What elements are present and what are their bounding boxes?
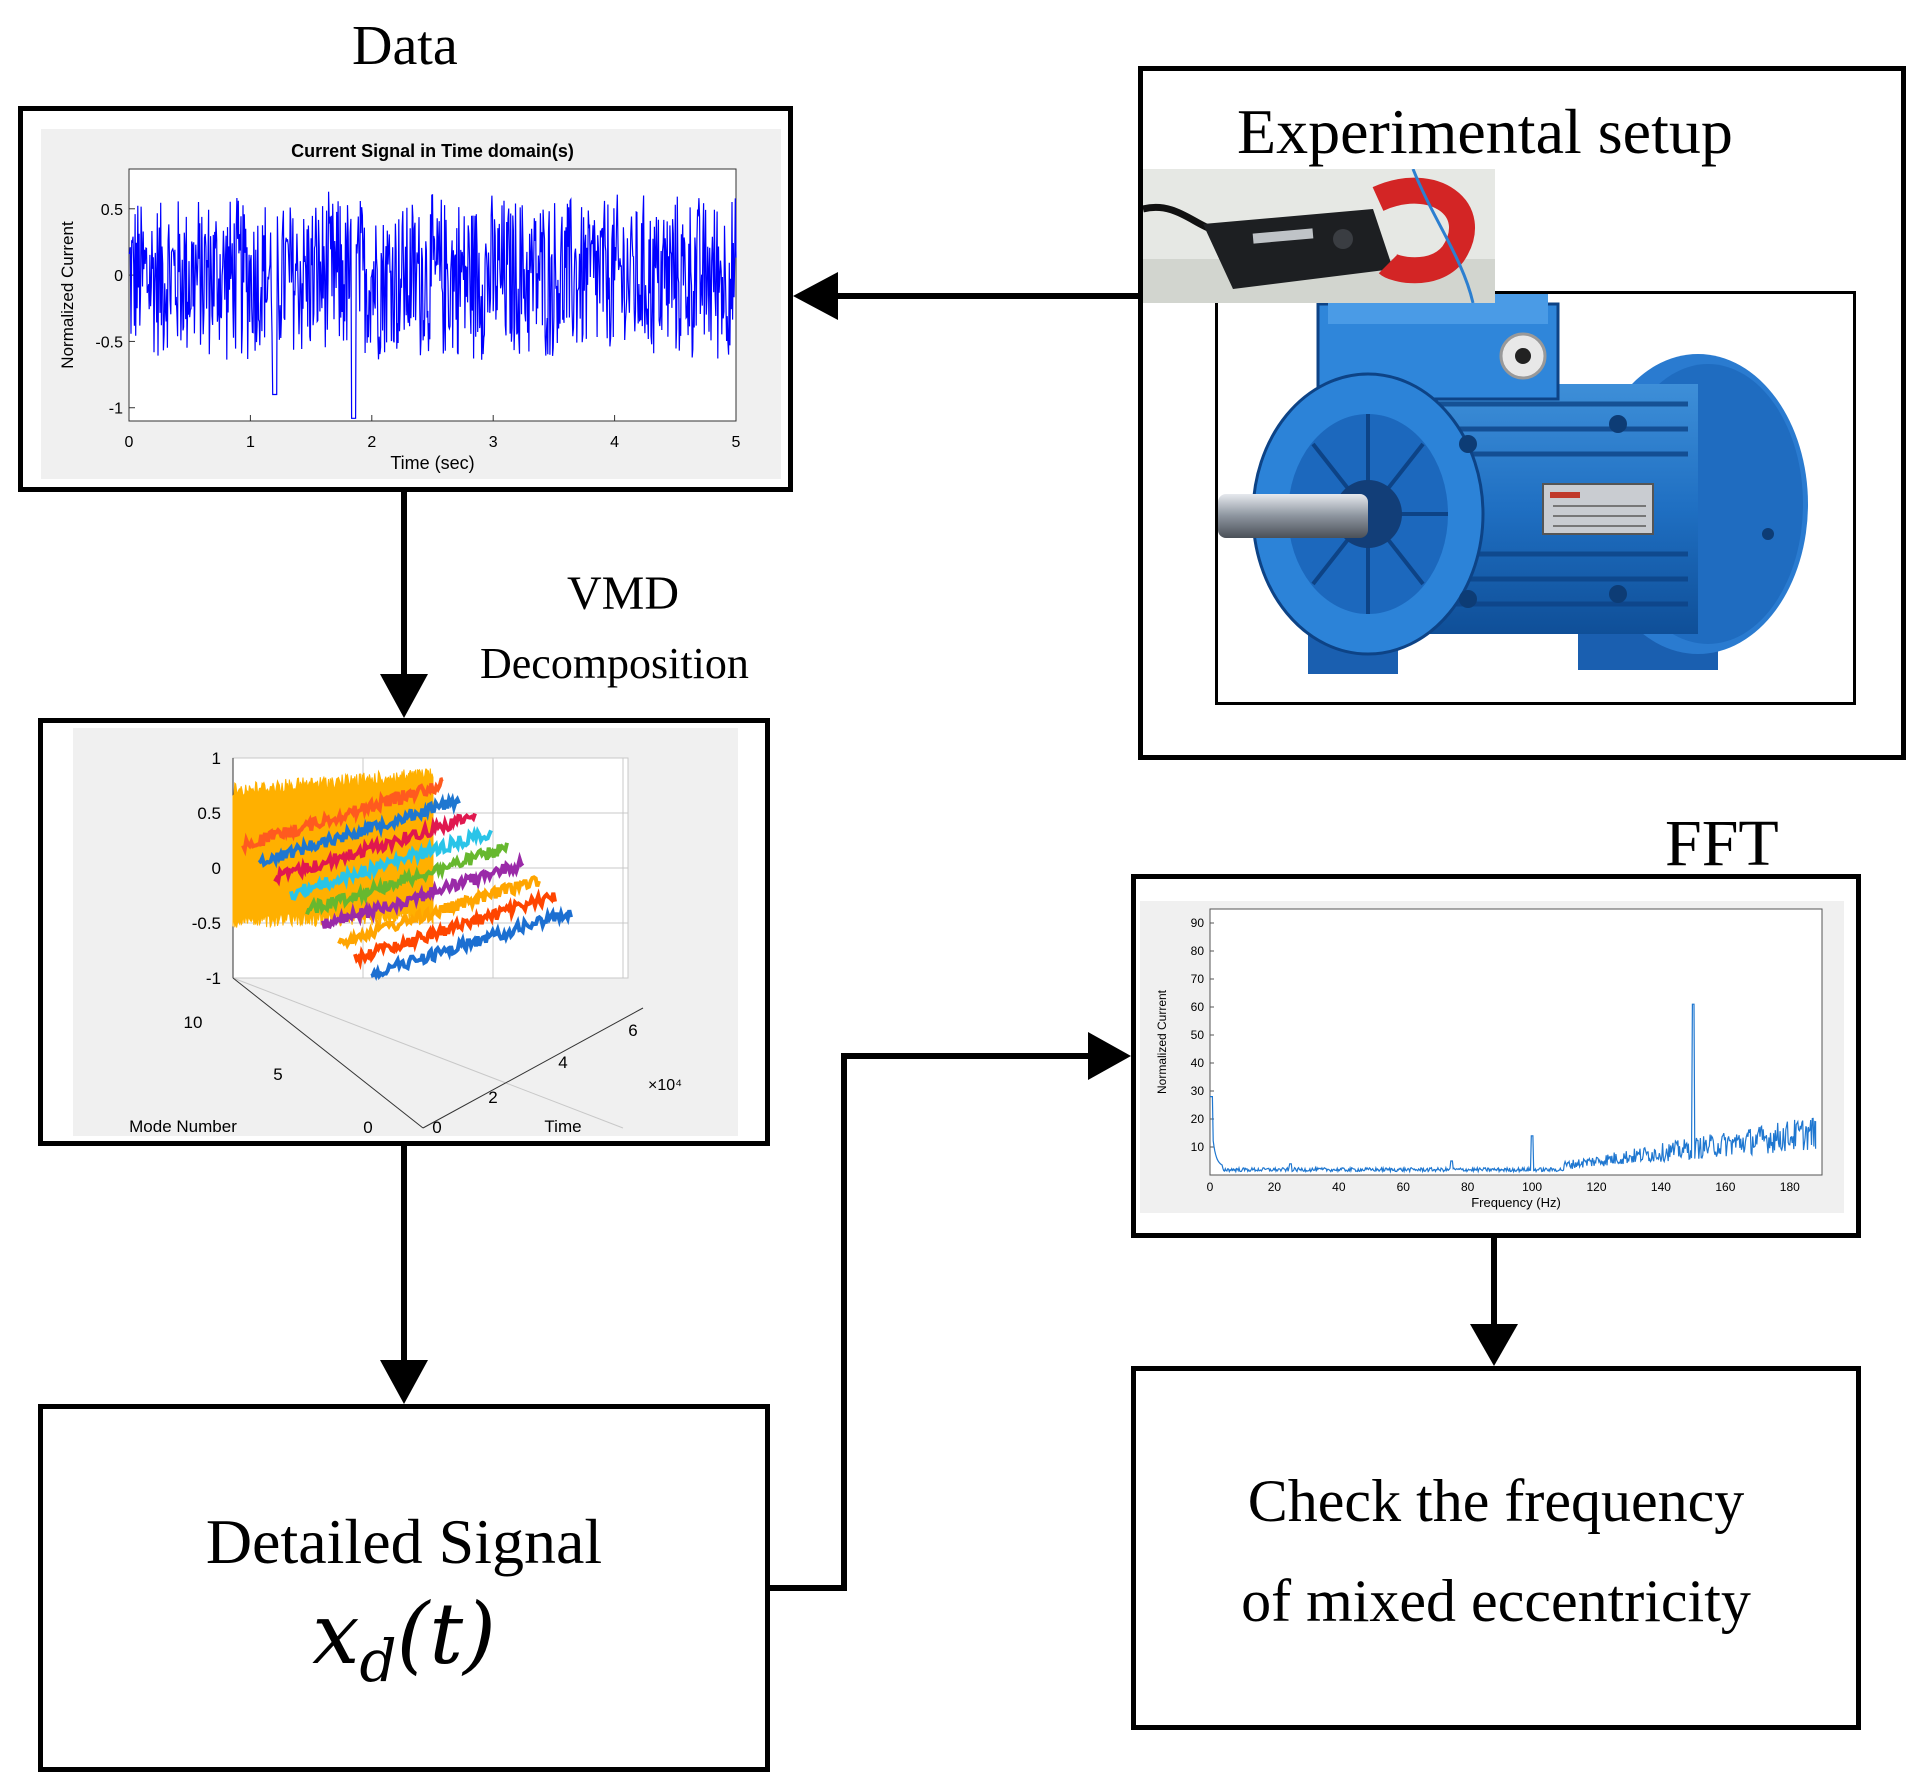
fft-ylabel: Normalized Current <box>1155 989 1169 1094</box>
fft-chart: 0 20 40 60 80 100 120 140 160 180 10 20 30 40 50 60 70 80… <box>1140 901 1844 1213</box>
time-x-tick-label: 0 <box>125 434 134 451</box>
arrowhead-detailed-to-fft <box>1088 1032 1131 1080</box>
time-x-tick-label: 3 <box>489 434 498 451</box>
fft-x-tick-label: 160 <box>1715 1180 1735 1194</box>
formula-subscript: d <box>359 1626 397 1695</box>
fft-xlabel: Frequency (Hz) <box>1471 1195 1561 1210</box>
vmd-mode-line <box>321 851 525 929</box>
vmd-z-tick-label: 0 <box>212 859 221 878</box>
check-frequency-box: Check the frequency of mixed eccentricit… <box>1131 1366 1861 1730</box>
time-x-tick-label: 4 <box>610 434 619 451</box>
fft-x-tick-label: 80 <box>1461 1180 1475 1194</box>
vmd-z-tick-label: 0.5 <box>197 804 221 823</box>
fft-label: FFT <box>1665 807 1779 880</box>
fft-x-tick-label: 140 <box>1651 1180 1671 1194</box>
check-line-2: of mixed eccentricity <box>1241 1568 1751 1634</box>
fft-plot-area <box>1209 908 1823 1176</box>
arrowhead-vmd-to-detailed <box>380 1360 428 1404</box>
vmd-box: 1 0.5 0 -0.5 -1 10 5 0 0 2 4 6 ×10⁴ Mode Number Time <box>38 718 770 1146</box>
fft-x-tick-label: 40 <box>1332 1180 1346 1194</box>
fft-spectrum-line <box>1210 1003 1817 1174</box>
check-line-1: Check the frequency <box>1247 1468 1745 1534</box>
vmd-mode-line <box>289 825 493 901</box>
fft-y-tick-label: 90 <box>1191 916 1205 930</box>
vmd-x-axis <box>422 1007 644 1129</box>
time-x-tick-label: 2 <box>367 434 376 451</box>
data-box: Current Signal in Time domain(s) Time (se… <box>18 106 793 492</box>
fft-x-tick-label: 60 <box>1397 1180 1411 1194</box>
detailed-signal-box: Detailed Signal xd(t) <box>38 1404 770 1772</box>
fft-box: 0 20 40 60 80 100 120 140 160 180 10 20 30 40 50 60 70 80… <box>1131 874 1861 1238</box>
decomposition-label: Decomposition <box>480 639 749 688</box>
time-y-tick-label: -1 <box>109 401 123 418</box>
vmd-mode-line <box>337 875 541 950</box>
vmd-y-tick-label: 10 <box>184 1013 203 1032</box>
electric-motor-icon <box>1218 294 1808 674</box>
arrowhead-data-to-vmd <box>380 674 428 718</box>
vmd-mode-line <box>273 812 477 887</box>
vmd-z-tick-label: -1 <box>206 969 221 988</box>
fft-x-tick-label: 180 <box>1780 1180 1800 1194</box>
setup-title: Experimental setup <box>1237 96 1733 167</box>
formula-symbol: x <box>312 1585 360 1683</box>
time-x-tick-label: 1 <box>246 434 255 451</box>
experimental-setup-box: Experimental setup <box>1138 66 1906 760</box>
fft-y-tick-label: 70 <box>1191 972 1205 986</box>
vmd-z-tick-label: 1 <box>212 749 221 768</box>
detailed-signal-formula: xd(t) <box>43 1585 765 1695</box>
vmd-x-tick-label: 4 <box>558 1053 567 1072</box>
vmd-mode-line <box>370 905 573 981</box>
vmd-mode-line <box>353 888 557 971</box>
fft-x-tick-label: 100 <box>1522 1180 1542 1194</box>
arrowhead-setup-to-data <box>793 272 838 320</box>
time-chart-title: Current Signal in Time domain(s) <box>291 141 574 161</box>
time-chart-xlabel: Time (sec) <box>390 453 474 473</box>
motor-image-frame <box>1215 291 1856 705</box>
vmd-x-tick-label: 6 <box>628 1021 637 1040</box>
vmd-x-tick-label: 0 <box>432 1118 441 1136</box>
fft-y-tick-label: 50 <box>1191 1028 1205 1042</box>
vmd-y-axis <box>232 977 424 1129</box>
vmd-ylabel: Mode Number <box>129 1117 237 1136</box>
vmd-x-multiplier: ×10⁴ <box>648 1077 682 1094</box>
vmd-gridline <box>232 977 624 1129</box>
vmd-3d-chart: 1 0.5 0 -0.5 -1 10 5 0 0 2 4 6 ×10⁴ Mode Number Time <box>73 728 738 1136</box>
time-domain-chart: Current Signal in Time domain(s) Time (se… <box>41 129 781 479</box>
vmd-x-tick-label: 2 <box>488 1088 497 1107</box>
time-y-tick-label: 0.5 <box>101 202 123 219</box>
data-title: Data <box>352 15 458 77</box>
fft-x-tick-label: 0 <box>1207 1180 1214 1194</box>
vmd-y-tick-label: 5 <box>273 1065 282 1084</box>
time-y-tick-label: -0.5 <box>95 334 123 351</box>
vmd-mode-line <box>305 842 509 916</box>
current-clamp-image <box>1143 169 1495 303</box>
fft-y-tick-label: 20 <box>1191 1112 1205 1126</box>
vmd-label: VMD <box>567 567 680 620</box>
vmd-mode-line <box>241 777 444 857</box>
time-y-tick-label: 0 <box>114 268 123 285</box>
vmd-y-tick-label: 0 <box>363 1118 372 1136</box>
time-signal-line <box>128 191 737 419</box>
formula-argument: (t) <box>396 1585 496 1683</box>
vmd-mode-line <box>257 792 461 869</box>
fft-x-tick-label: 20 <box>1268 1180 1282 1194</box>
vmd-xlabel: Time <box>544 1117 581 1136</box>
fft-x-tick-label: 120 <box>1587 1180 1607 1194</box>
fft-y-tick-label: 60 <box>1191 1000 1205 1014</box>
time-x-tick-label: 5 <box>732 434 741 451</box>
arrow-detailed-to-fft-line <box>770 1053 1090 1591</box>
fft-y-tick-label: 30 <box>1191 1084 1205 1098</box>
vmd-z-tick-label: -0.5 <box>192 914 221 933</box>
time-chart-ylabel: Normalized Current <box>58 221 77 369</box>
fft-y-tick-label: 40 <box>1191 1056 1205 1070</box>
detailed-signal-title: Detailed Signal <box>205 1506 603 1577</box>
fft-y-tick-label: 80 <box>1191 944 1205 958</box>
fft-y-tick-label: 10 <box>1191 1140 1205 1154</box>
arrowhead-fft-to-check <box>1470 1324 1518 1366</box>
current-clamp-icon <box>1143 169 1495 303</box>
